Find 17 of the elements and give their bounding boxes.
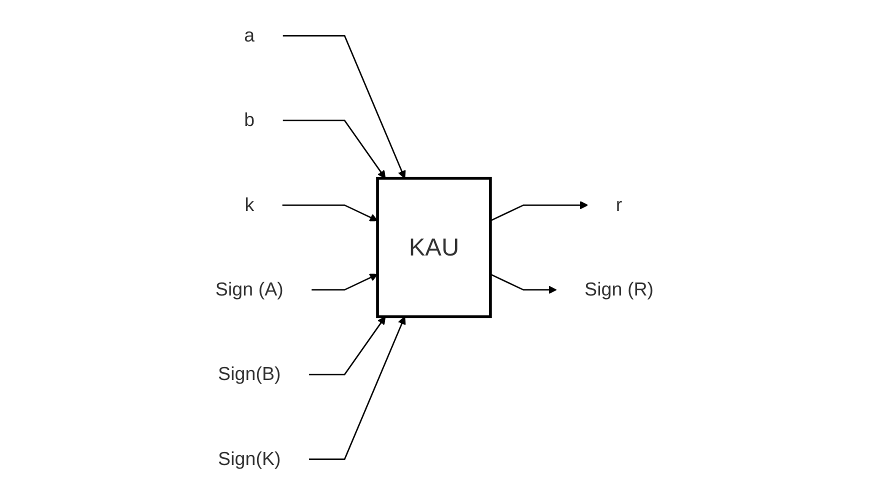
arrow <box>490 201 588 222</box>
node-text: Sign(B) <box>218 364 281 385</box>
arrow <box>282 120 386 179</box>
node-text: r <box>616 194 622 216</box>
node-text: b <box>244 110 255 131</box>
arrow <box>309 316 406 460</box>
node-text: Sign (A) <box>215 279 284 300</box>
arrow <box>490 274 557 294</box>
node-text: Sign(K) <box>218 448 281 470</box>
arrow <box>312 274 378 291</box>
arrow <box>282 204 378 222</box>
node-text: k <box>244 194 254 216</box>
node-box: KAU <box>376 176 492 318</box>
node-text: a <box>244 25 255 46</box>
arrow <box>309 316 386 376</box>
node-text: Sign (R) <box>584 279 654 300</box>
arrow <box>282 35 406 179</box>
